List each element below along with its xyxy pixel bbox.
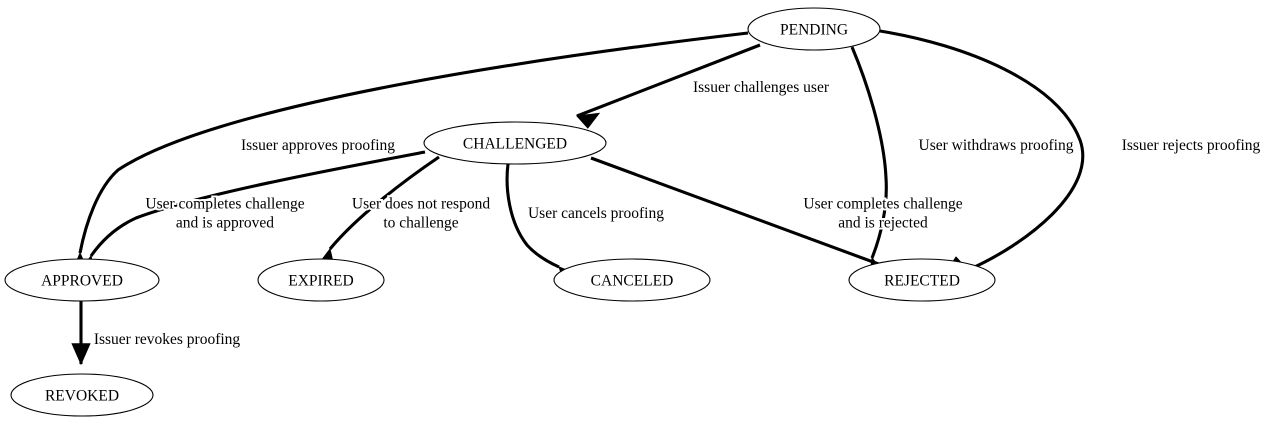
edge-label-pending-canceled: Issuer rejects proofing [1122,137,1261,154]
edge-label-halo: Issuer rejects proofing [1122,137,1261,154]
node-label-challenged: CHALLENGED [463,136,567,153]
node-ellipse-expired[interactable] [257,258,385,302]
state-node-rejected[interactable]: REJECTED [848,258,996,302]
edge-line-pending-approved [78,31,749,254]
edge-label-halo: User withdraws proofing [919,137,1074,154]
edge-label-pending-rejected: User withdraws proofing [919,137,1074,154]
edge-line-challenged-rejected [590,156,885,268]
edge-label-halo: User cancels proofing [528,205,664,222]
state-node-approved[interactable]: APPROVED [4,258,160,302]
node-label-approved: APPROVED [41,273,123,290]
edge-line-pending-rejected [850,46,888,259]
arrowhead-icon [71,343,91,366]
node-ellipse-rejected[interactable] [848,258,996,302]
node-ellipse-canceled[interactable] [553,258,711,302]
node-label-rejected: REJECTED [884,273,960,290]
state-node-revoked[interactable]: REVOKED [10,373,154,417]
edge-label-approved-revoked: Issuer revokes proofing [94,331,241,348]
edge-line-challenged-canceled [505,163,560,269]
edge-label-pending-challenged: Issuer challenges user [693,79,830,96]
state-node-canceled[interactable]: CANCELED [553,258,711,302]
state-node-challenged[interactable]: CHALLENGED [423,121,607,165]
edge-approved-revoked [71,301,91,366]
edge-label-halo: Issuer revokes proofing [94,331,241,348]
edge-label-halo: Issuer approves proofing [241,137,395,154]
state-node-expired[interactable]: EXPIRED [257,258,385,302]
node-label-pending: PENDING [780,22,848,39]
edge-line-pending-challenged [576,43,761,118]
nodes-layer: PENDING CHALLENGED APPROVED EXPIRED CANCELED… [4,7,996,417]
edge-line-pending-canceled [879,29,1085,272]
node-ellipse-revoked[interactable] [10,373,154,417]
edge-label-halo: Issuer challenges user [693,79,830,96]
edge-pending-challenged [575,43,761,129]
edge-pending-rejected [850,46,888,282]
node-label-expired: EXPIRED [288,273,353,290]
node-ellipse-challenged[interactable] [423,121,607,165]
arrowhead-icon [575,112,601,129]
edge-line-challenged-expired [328,155,440,250]
node-label-canceled: CANCELED [591,273,674,290]
state-node-pending[interactable]: PENDING [747,7,881,51]
edge-line-challenged-approved [89,150,426,257]
node-ellipse-approved[interactable] [4,258,160,302]
node-ellipse-pending[interactable] [747,7,881,51]
edge-label-pending-approved: Issuer approves proofing [241,137,395,154]
edge-label-challenged-canceled: User cancels proofing [528,205,664,222]
node-label-revoked: REVOKED [45,388,119,405]
